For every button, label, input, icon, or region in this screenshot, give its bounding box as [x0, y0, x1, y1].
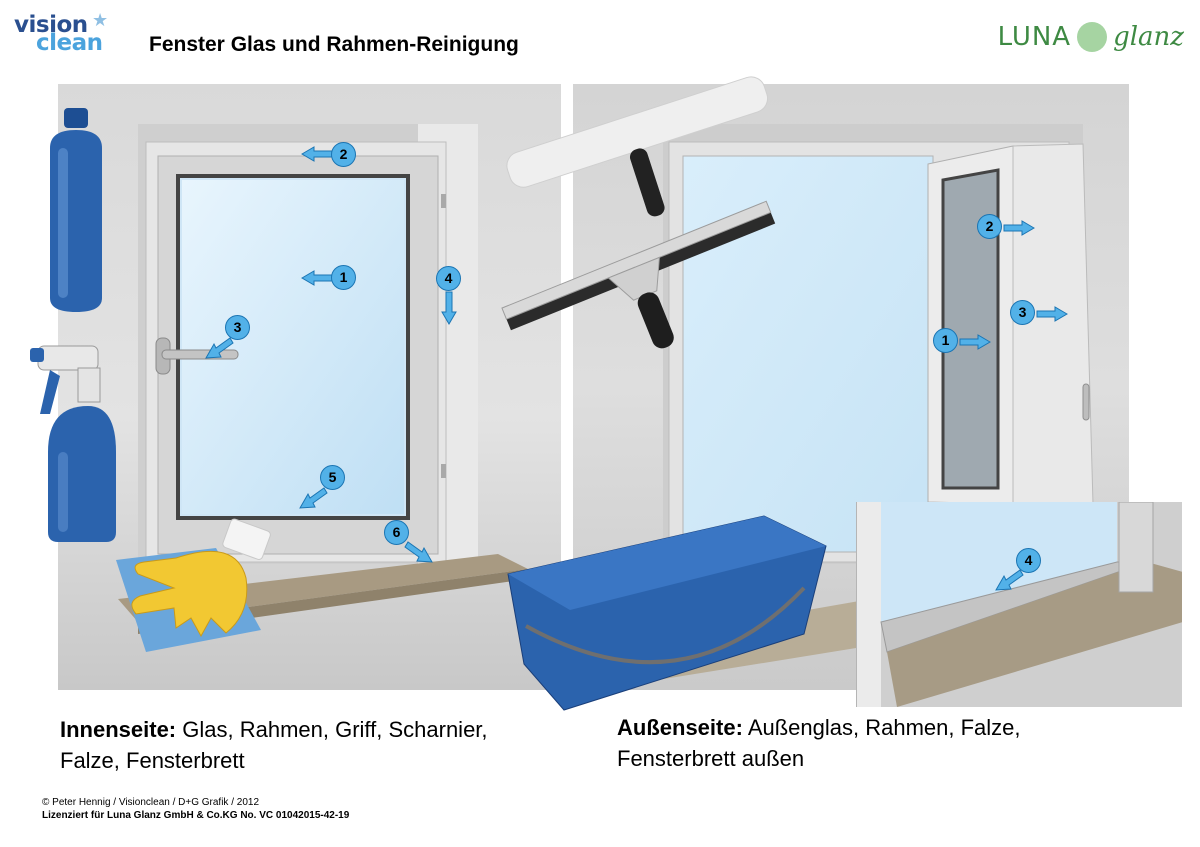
inside-caption: Innenseite: Glas, Rahmen, Griff, Scharni…: [60, 714, 520, 776]
outside-caption-text: Außenglas, Rahmen, Falze, Fensterbrett a…: [617, 715, 1021, 771]
bucket-icon: [507, 515, 827, 711]
visionclean-logo: vision ★ clean: [14, 10, 114, 58]
logo-dot-icon: [1077, 22, 1108, 52]
arrow-left-icon: [301, 146, 333, 162]
squeegee-washer-icon: [501, 76, 776, 349]
spray-bottle-icon: [30, 345, 116, 542]
marker-inside-5: 5: [320, 465, 345, 490]
logo-vision-text: vision: [14, 12, 88, 38]
outside-window-drawing: [613, 124, 1129, 684]
logo-luna-text: LUNA: [997, 22, 1072, 52]
arrow-down-right-icon: [404, 541, 433, 563]
marker-inside-4: 4: [436, 266, 461, 291]
logo-clean-text: clean: [36, 30, 103, 56]
marker-inside-6: 6: [384, 520, 409, 545]
arrow-left-icon: [301, 270, 333, 286]
inside-window-drawing: [118, 124, 528, 634]
credit-line-license: Lizenziert für Luna Glanz GmbH & Co.KG N…: [42, 810, 350, 821]
arrow-right-icon: [1036, 306, 1068, 322]
outside-window-illustration: [573, 84, 1129, 690]
credits: © Peter Hennig / Visionclean / D+G Grafi…: [42, 796, 349, 822]
arrow-right-icon: [1003, 220, 1035, 236]
page-title: Fenster Glas und Rahmen-Reinigung: [149, 33, 519, 56]
arrow-down-icon: [441, 291, 457, 325]
marker-outside-3: 3: [1010, 300, 1035, 325]
inside-window-illustration: [58, 84, 561, 690]
marker-inside-1: 1: [331, 265, 356, 290]
star-icon: ★: [92, 10, 109, 30]
inside-caption-text: Glas, Rahmen, Griff, Scharnier, Falze, F…: [60, 717, 488, 773]
arrow-down-left-icon: [995, 569, 1024, 591]
outside-caption-heading: Außenseite:: [617, 715, 743, 740]
outside-sill-drawing: [857, 502, 1182, 707]
glove-cloth-icon: [116, 518, 271, 652]
logo-glanz-text: glanz: [1113, 22, 1184, 52]
cleaner-bottle-icon: [50, 108, 102, 312]
marker-outside-2: 2: [977, 214, 1002, 239]
inside-caption-heading: Innenseite:: [60, 717, 177, 742]
marker-inside-2: 2: [331, 142, 356, 167]
marker-inside-3: 3: [225, 315, 250, 340]
marker-outside-4: 4: [1016, 548, 1041, 573]
arrow-down-left-icon: [299, 487, 328, 509]
outside-caption: Außenseite: Außenglas, Rahmen, Falze, Fe…: [617, 712, 1077, 774]
arrow-right-icon: [959, 334, 991, 350]
luna-glanz-logo: LUNA glanz: [998, 20, 1184, 54]
arrow-down-left-icon: [205, 337, 234, 359]
marker-outside-1: 1: [933, 328, 958, 353]
credit-line-copyright: © Peter Hennig / Visionclean / D+G Grafi…: [42, 797, 260, 808]
outside-sill-inset: [856, 502, 1182, 707]
